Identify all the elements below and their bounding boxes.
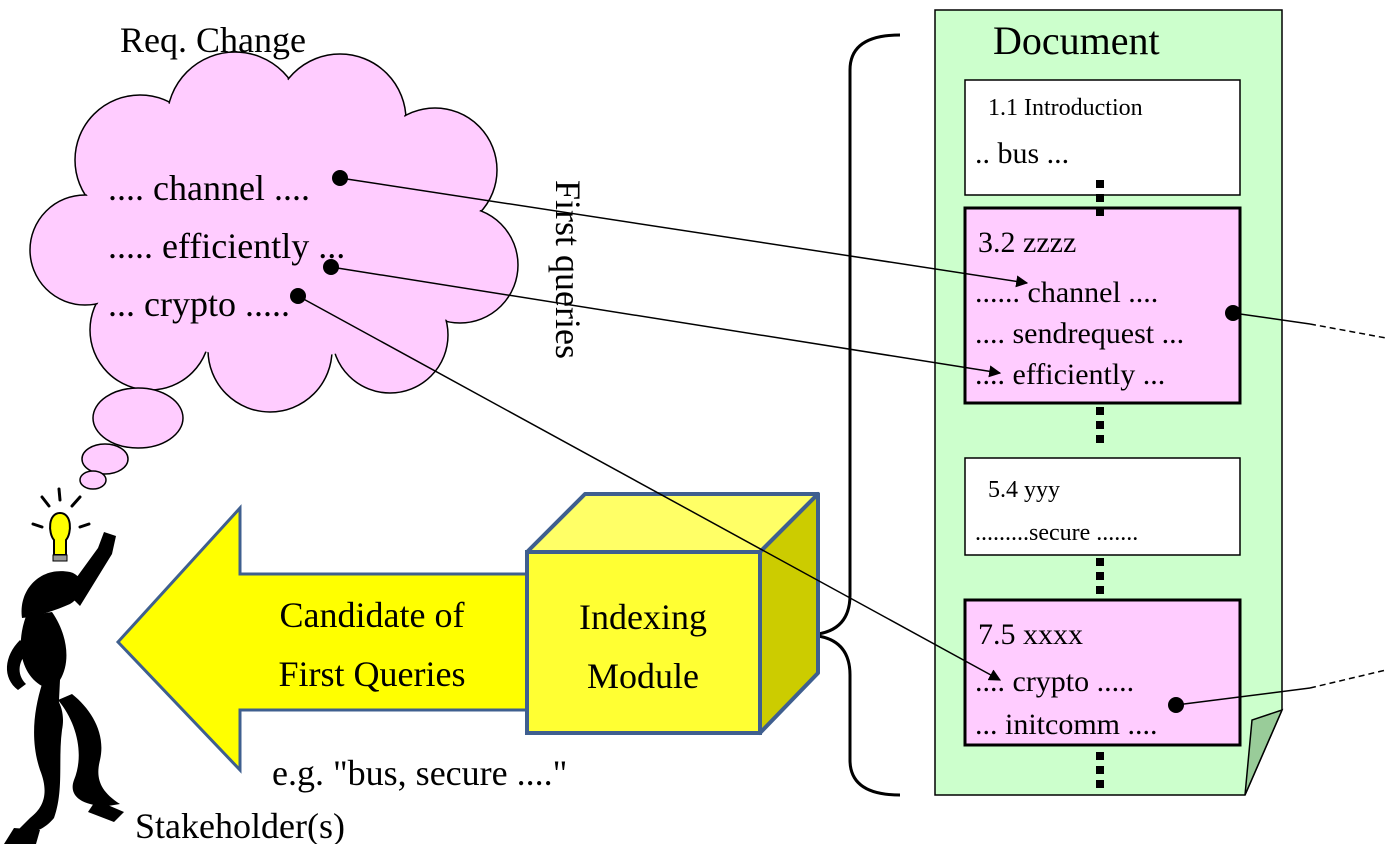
section-3-2-line-1: ...... channel .... (975, 276, 1158, 309)
thought-cloud (29, 51, 519, 490)
indexing-module-cube (525, 492, 820, 735)
module-label-line-1: Indexing (579, 597, 707, 637)
section-7-5 (963, 598, 1242, 747)
ellipsis-dots (1096, 180, 1104, 788)
section-5-4-line-1: .........secure ....... (975, 520, 1138, 546)
module-label-line-2: Module (587, 656, 699, 696)
link-endpoints (290, 170, 1241, 713)
section-5-4 (964, 457, 1241, 556)
curly-brace (804, 33, 901, 797)
req-change-label: Req. Change (120, 20, 306, 60)
section-3-2-line-2: .... sendrequest ... (975, 317, 1184, 350)
arrow-label-line-1: Candidate of (280, 595, 465, 635)
section-7-5-line-2: ... initcomm .... (975, 708, 1158, 741)
example-label: e.g. "bus, secure ...." (272, 753, 567, 793)
section-7-5-line-1: .... crypto ..... (975, 665, 1134, 698)
link-crypto (297, 295, 1002, 681)
cloud-line-crypto: ... crypto ..... (108, 284, 290, 324)
section-3-2 (963, 206, 1242, 405)
section-3-2-line-3: .... efficiently ... (975, 358, 1165, 391)
section-5-4-title: 5.4 yyy (988, 477, 1060, 503)
link-out-7-5-dashed (1309, 669, 1386, 689)
cloud-line-channel: .... channel .... (108, 168, 310, 208)
cloud-line-efficiently: ..... efficiently ... (108, 226, 345, 266)
stakeholder-label: Stakeholder(s) (135, 806, 345, 844)
section-7-5-title: 7.5 xxxx (978, 618, 1083, 651)
link-out-7-5 (1175, 687, 1311, 706)
section-1-1-line-1: .. bus ... (975, 137, 1069, 170)
link-efficiently (330, 266, 1002, 378)
section-3-2-title: 3.2 zzzz (978, 226, 1076, 259)
query-links (297, 177, 1386, 706)
candidate-arrow (115, 504, 550, 774)
lightbulb-icon (49, 511, 71, 556)
section-1-1 (964, 79, 1241, 196)
stakeholder-icon (4, 487, 124, 844)
link-out-3-2 (1232, 312, 1311, 325)
arrow-label-line-2: First Queries (279, 654, 466, 694)
link-channel (339, 177, 1029, 288)
document-title: Document (993, 18, 1160, 63)
first-queries-vertical-label: First queries (548, 180, 588, 359)
section-1-1-title: 1.1 Introduction (988, 95, 1143, 121)
link-out-3-2-dashed (1309, 323, 1386, 339)
